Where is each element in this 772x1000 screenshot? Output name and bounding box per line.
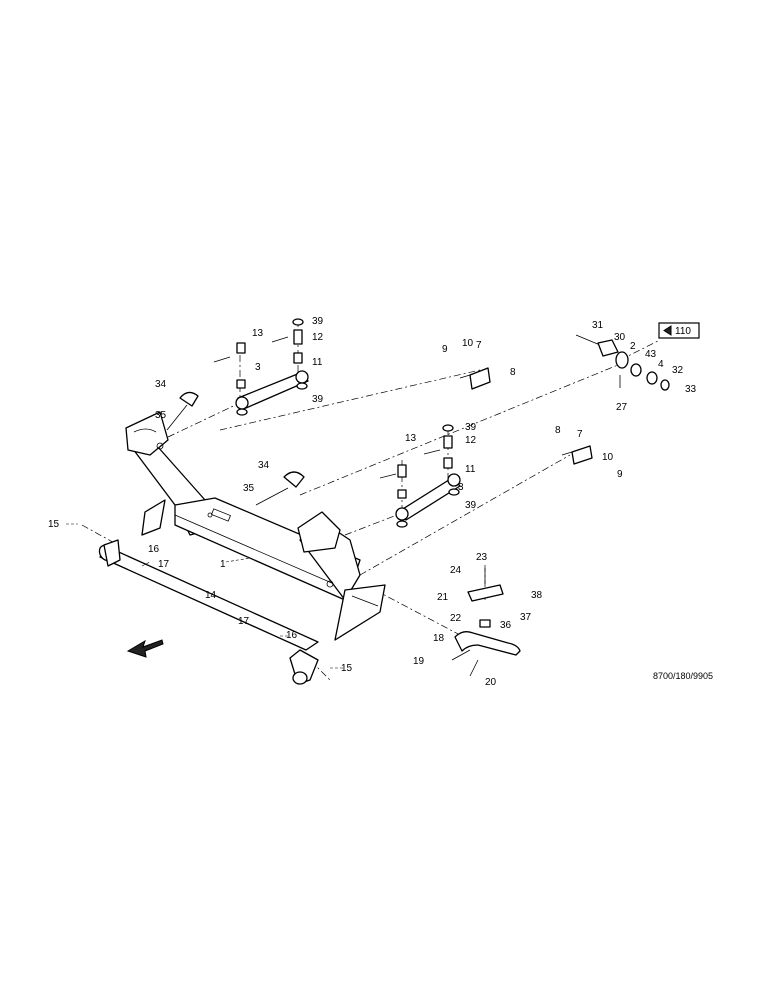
callout-c2: 2 <box>630 341 636 352</box>
callout-c3a: 3 <box>255 362 261 373</box>
callout-c9b: 9 <box>617 469 623 480</box>
callout-c3b: 3 <box>458 482 464 493</box>
callout-c10a: 10 <box>462 338 474 349</box>
callout-c11b: 11 <box>465 464 476 475</box>
callout-c10b: 10 <box>602 452 614 463</box>
assembly-lines <box>81 320 661 681</box>
callout-c27: 27 <box>616 402 628 413</box>
page-reference-box: 110 <box>658 322 700 339</box>
callout-c7a: 7 <box>476 340 482 351</box>
leader-lines <box>66 523 345 669</box>
callout-c23: 23 <box>476 552 488 563</box>
cross-tube <box>98 539 319 685</box>
lever-assembly <box>451 568 521 677</box>
callout-c34b: 34 <box>258 460 270 471</box>
callout-c18: 18 <box>433 633 445 644</box>
main-frame <box>125 411 386 641</box>
figure-code: 8700/180/9905 <box>653 671 713 681</box>
callout-c38: 38 <box>531 590 543 601</box>
callout-c16b: 16 <box>286 630 298 641</box>
callout-c31: 31 <box>592 320 604 331</box>
page-reference-label: 110 <box>675 326 691 337</box>
callout-c17b: 17 <box>238 616 250 627</box>
callout-c39c: 39 <box>465 422 477 433</box>
callout-c24: 24 <box>450 565 462 576</box>
callout-c22: 22 <box>450 613 462 624</box>
callout-c15b: 15 <box>341 663 353 674</box>
left-link-arm <box>213 318 309 416</box>
callout-c8a: 8 <box>510 367 516 378</box>
callout-c39a: 39 <box>312 316 324 327</box>
right-link-arm <box>379 424 461 528</box>
callout-c13a: 13 <box>252 328 264 339</box>
callout-c7b: 7 <box>577 429 583 440</box>
callout-c34a: 34 <box>155 379 167 390</box>
callout-c9a: 9 <box>442 344 448 355</box>
callout-c32: 32 <box>672 365 684 376</box>
callout-c35a: 35 <box>155 410 167 421</box>
callout-c1: 1 <box>220 559 226 570</box>
callout-c37: 37 <box>520 612 532 623</box>
callout-c8b: 8 <box>555 425 561 436</box>
brackets <box>459 367 593 465</box>
callout-c33: 33 <box>685 384 697 395</box>
callout-c36: 36 <box>500 620 512 631</box>
callout-c21: 21 <box>437 592 449 603</box>
callout-c20: 20 <box>485 677 497 688</box>
callout-c4: 4 <box>658 359 664 370</box>
callout-c39b: 39 <box>312 394 324 405</box>
direction-arrow <box>126 639 164 658</box>
callout-c12a: 12 <box>312 332 324 343</box>
callout-c39d: 39 <box>465 500 477 511</box>
callout-c11a: 11 <box>312 357 323 368</box>
pins <box>166 391 305 506</box>
callout-c30: 30 <box>614 332 626 343</box>
callout-c43: 43 <box>645 349 657 360</box>
callout-c15a: 15 <box>48 519 60 530</box>
callout-c17a: 17 <box>158 559 170 570</box>
bushing-assembly <box>575 334 670 391</box>
callout-c14: 14 <box>205 590 217 601</box>
callout-c12b: 12 <box>465 435 477 446</box>
callout-c35b: 35 <box>243 483 255 494</box>
callout-c19: 19 <box>413 656 425 667</box>
callouts: 1233477889910101111121213131415151616171… <box>48 316 697 688</box>
callout-c13b: 13 <box>405 433 417 444</box>
callout-c16a: 16 <box>148 544 160 555</box>
